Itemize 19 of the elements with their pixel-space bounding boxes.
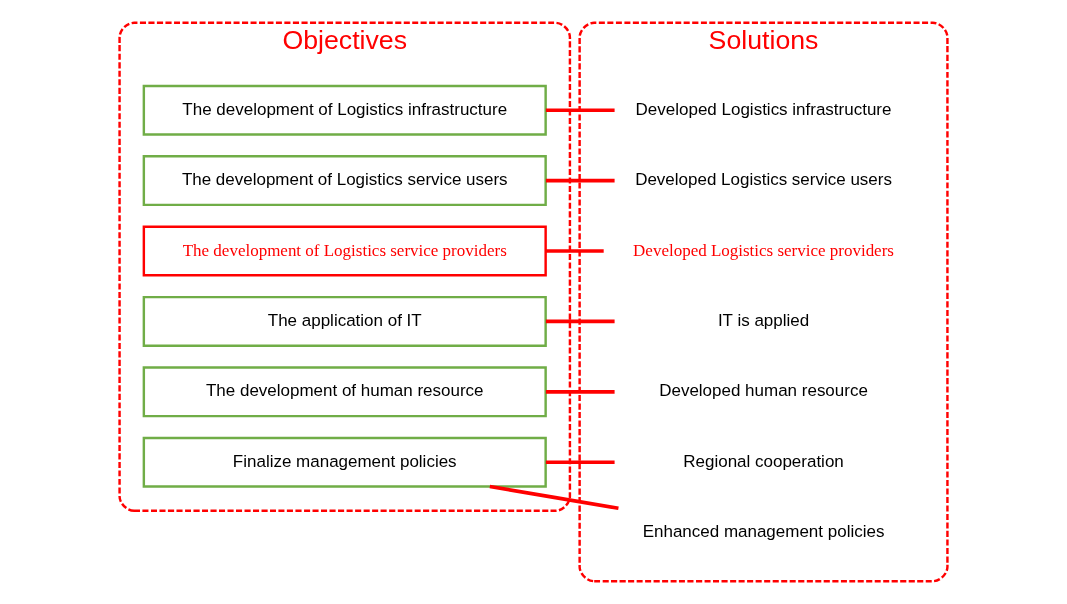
connector <box>545 319 615 324</box>
node-box: The development of Logistics service users <box>142 155 547 207</box>
node-text: Developed Logistics service users <box>635 170 892 190</box>
node-box: The development of human resource <box>142 366 547 418</box>
node-box: The development of Logistics service providers <box>142 225 547 277</box>
node-text: Regional cooperation <box>683 451 844 471</box>
connector <box>545 249 604 253</box>
connector <box>545 108 615 113</box>
node-text: Enhanced management policies <box>642 522 885 542</box>
connector <box>545 460 615 465</box>
node-box: The application of IT <box>142 295 547 347</box>
node-text: Developed Logistics infrastructure <box>635 99 892 119</box>
connector <box>545 390 615 394</box>
node-box: Finalize management policies <box>142 436 547 488</box>
node-text: IT is applied <box>717 310 810 330</box>
connector <box>545 178 615 183</box>
node-text: Developed Logistics service providers <box>633 240 894 260</box>
node-text: Developed human resource <box>659 381 868 401</box>
node-box: The development of Logistics infrastructure <box>142 84 547 136</box>
